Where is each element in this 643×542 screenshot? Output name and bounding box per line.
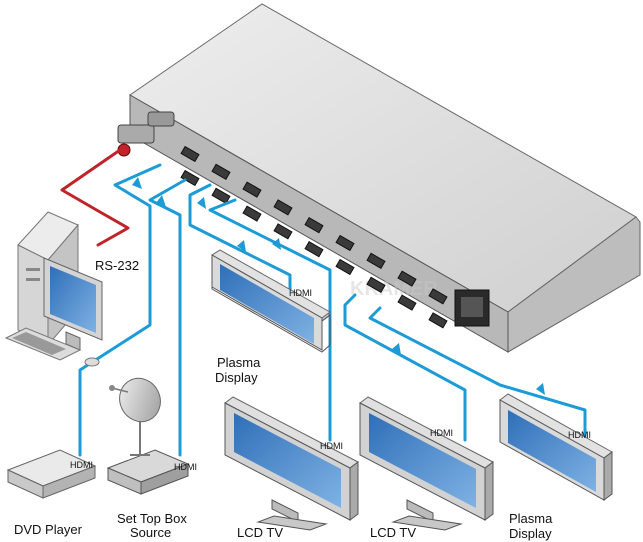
hdmi-port bbox=[180, 169, 200, 187]
hdmi-port bbox=[242, 181, 262, 198]
hdmi-port bbox=[366, 276, 386, 293]
watermark-text: KRAMER bbox=[350, 278, 438, 300]
hdmi-port bbox=[335, 258, 355, 276]
hdmi-port bbox=[242, 205, 262, 222]
hdmi-port bbox=[180, 145, 200, 163]
rs232-cable bbox=[60, 148, 130, 247]
hdmi-port bbox=[335, 234, 355, 252]
hdmi-port bbox=[428, 312, 448, 329]
hdmi-cable-settopbox bbox=[148, 178, 187, 457]
hdmi-label-lcd-1: HDMI bbox=[320, 441, 343, 451]
hdmi-port bbox=[211, 163, 231, 180]
lcd-tv-1 bbox=[224, 396, 359, 531]
lcd-tv-2 bbox=[359, 396, 494, 531]
plasma-left-label-1: Plasma bbox=[217, 355, 261, 370]
hdmi-port bbox=[273, 199, 293, 216]
hdmi-port bbox=[273, 223, 293, 240]
hdmi-label-plasma-left: HDMI bbox=[289, 288, 312, 298]
dvd-player bbox=[6, 449, 97, 499]
set-top-box-label: Set Top Box bbox=[117, 511, 187, 526]
hdmi-port bbox=[211, 187, 231, 204]
plasma-display-right bbox=[499, 393, 613, 501]
hdmi-label-lcd-2: HDMI bbox=[430, 428, 453, 438]
set-top-box bbox=[106, 449, 190, 495]
hdmi-port-grid bbox=[180, 145, 448, 329]
hdmi-cable-dvd bbox=[78, 163, 162, 457]
hdmi-port bbox=[366, 252, 386, 269]
hdmi-label-settopbox: HDMI bbox=[174, 462, 197, 472]
power-inlet bbox=[454, 289, 490, 327]
matrix-switcher: KRAMER bbox=[117, 3, 641, 353]
hdmi-port bbox=[304, 217, 324, 234]
plasma-display-left bbox=[211, 249, 331, 353]
hdmi-cable-plasma-left bbox=[188, 183, 292, 292]
plasma-right-label-1: Plasma bbox=[509, 511, 553, 526]
lcd-tv-1-label: LCD TV bbox=[237, 525, 283, 540]
hdmi-port bbox=[428, 288, 448, 305]
hdmi-port bbox=[397, 270, 417, 287]
plasma-right-label-2: Display bbox=[509, 526, 552, 541]
computer bbox=[4, 211, 103, 367]
hdmi-cable-plasma-right bbox=[368, 306, 587, 442]
dvd-player-label: DVD Player bbox=[14, 522, 83, 537]
satellite-dish bbox=[109, 377, 161, 456]
plasma-left-label-2: Display bbox=[215, 370, 258, 385]
hdmi-cable-lcd-2 bbox=[343, 293, 467, 442]
hdmi-label-dvd: HDMI bbox=[70, 460, 93, 470]
cables bbox=[60, 148, 587, 457]
hdmi-port bbox=[304, 241, 324, 258]
hdmi-port bbox=[397, 294, 417, 311]
rs232-label: RS-232 bbox=[95, 258, 139, 273]
hdmi-label-plasma-right: HDMI bbox=[568, 430, 591, 440]
hdmi-cable-lcd-1 bbox=[208, 198, 332, 442]
set-top-box-source-label: Source bbox=[130, 525, 171, 540]
lcd-tv-2-label: LCD TV bbox=[370, 525, 416, 540]
